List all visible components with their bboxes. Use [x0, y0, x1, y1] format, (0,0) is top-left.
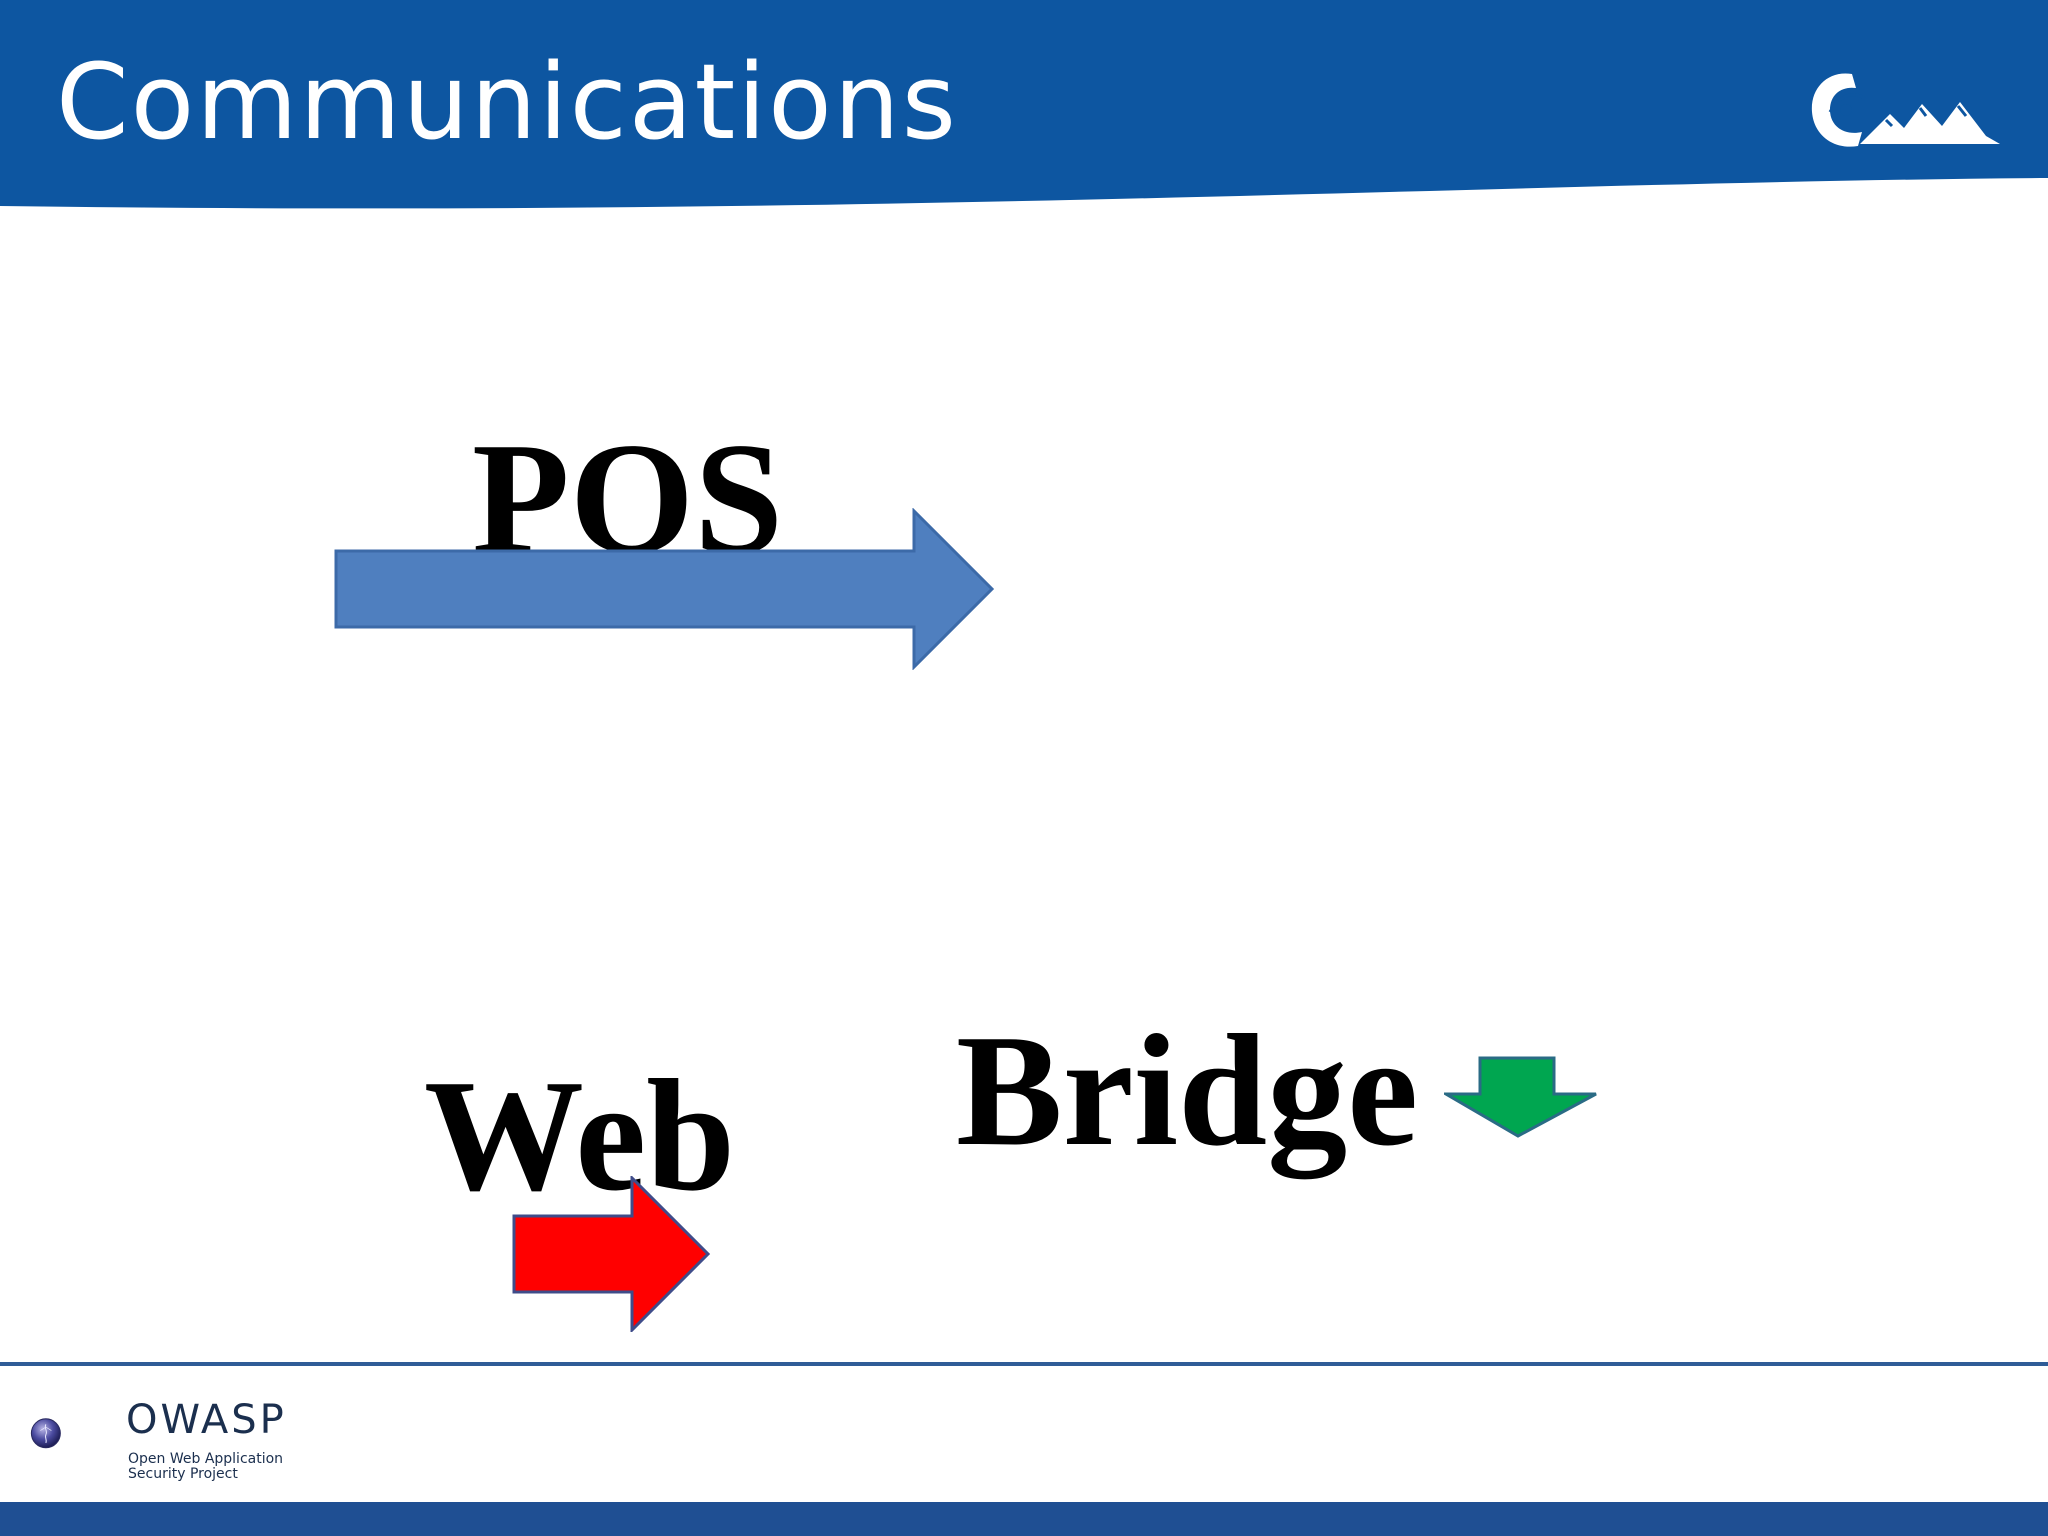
- owasp-tagline-line1: Open Web Application: [128, 1451, 284, 1467]
- owasp-tagline: Open Web Application Security Project: [128, 1451, 328, 1483]
- footer-divider: [0, 1362, 2048, 1366]
- slide-title: Communications: [56, 41, 958, 163]
- owasp-globe-icon: [30, 1418, 61, 1449]
- web-arrow: [512, 1176, 711, 1332]
- footer-band: [0, 1502, 2048, 1536]
- web-label: Web: [424, 1046, 736, 1224]
- owasp-tagline-line2: Security Project: [128, 1466, 238, 1483]
- owasp-name: OWASP: [126, 1397, 287, 1443]
- bridge-label: Bridge: [956, 1001, 1419, 1179]
- header-band: [0, 0, 2048, 209]
- pos-arrow: [334, 508, 995, 670]
- bridge-arrow: [1444, 1056, 1597, 1138]
- mountain-logo-icon: [1811, 73, 2000, 147]
